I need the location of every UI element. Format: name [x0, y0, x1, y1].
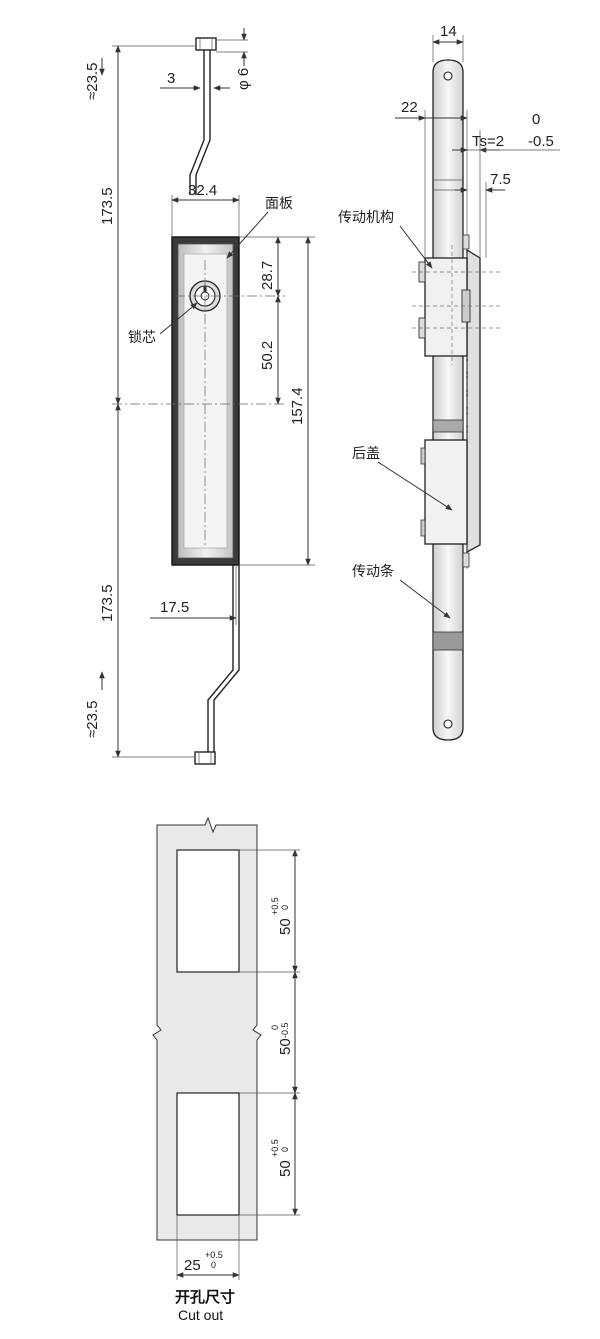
dim-ts: Ts=2: [472, 133, 504, 150]
dim-hole1-tol-up: +0.5: [270, 897, 280, 915]
dim-ts-lower: -0.5: [528, 133, 554, 150]
label-back-cover: 后盖: [352, 446, 380, 462]
dim-upper-length: 173.5: [99, 187, 116, 225]
dim-gap: 50: [277, 1038, 294, 1055]
dim-bottom-approx: ≈23.5: [84, 701, 101, 738]
dim-depth: 22: [401, 99, 418, 116]
top-end-pin: [195, 37, 217, 51]
label-panel: 面板: [265, 196, 293, 212]
label-lock-core: 锁芯: [128, 330, 156, 346]
cutout-hole-2: [176, 1092, 240, 1216]
side-view: 14 22 0 Ts=2 -0.5 7.5 传动机构 后盖 传动条: [338, 23, 560, 741]
dim-hole2: 50: [277, 1160, 294, 1177]
dim-hole1: 50: [277, 918, 294, 935]
dim-top-width: 14: [440, 23, 457, 40]
dim-hole1-tol-low: 0: [280, 905, 290, 910]
dim-lock-offset: 28.7: [259, 261, 276, 290]
cutout-caption-cn: 开孔尺寸: [175, 1288, 235, 1306]
dim-lock-to-center: 50.2: [259, 341, 276, 370]
dim-width-tol-up: +0.5: [205, 1250, 223, 1260]
drive-mechanism: [412, 245, 500, 365]
dim-ts-upper: 0: [532, 111, 540, 128]
dim-gap-tol-up: 0: [270, 1025, 280, 1030]
dim-rod-offset: 17.5: [160, 599, 189, 616]
dim-width-tol-low: 0: [211, 1260, 216, 1270]
back-cover: [420, 439, 468, 545]
cutout-view: 50 +0.5 0 50 0 -0.5 50 +0.5 0 25 +0.5 0 …: [152, 816, 300, 1323]
dim-hole: φ 6: [235, 68, 252, 90]
dim-rod-width: 3: [167, 70, 175, 87]
front-view: ≈23.5 173.5 173.5 ≈23.5 3 φ 6 32.4 面板 锁芯: [84, 28, 315, 765]
dim-offset: 7.5: [490, 171, 511, 188]
dim-hole2-tol-up: +0.5: [270, 1139, 280, 1157]
bottom-end-pin: [194, 751, 216, 765]
dim-width: 25: [184, 1257, 201, 1274]
dim-panel-width: 32.4: [188, 182, 217, 199]
cutout-hole-1: [176, 849, 240, 973]
label-drive-bar: 传动条: [352, 563, 394, 580]
dim-panel-height: 157.4: [289, 387, 306, 425]
lower-rod: [207, 565, 240, 760]
dim-gap-tol-low: -0.5: [280, 1022, 290, 1038]
cutout-caption-en: Cut out: [178, 1307, 223, 1323]
label-drive-mechanism: 传动机构: [338, 210, 394, 226]
upper-rod: [189, 40, 211, 195]
dim-hole2-tol-low: 0: [280, 1147, 290, 1152]
dim-top-approx: ≈23.5: [84, 63, 101, 100]
drive-bar: [432, 59, 464, 741]
dim-lower-length: 173.5: [99, 584, 116, 622]
